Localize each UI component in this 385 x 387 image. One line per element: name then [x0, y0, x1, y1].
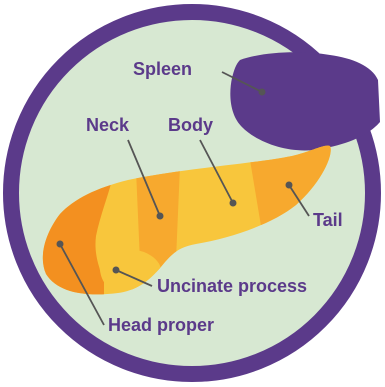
body-anchor-dot — [230, 200, 237, 207]
tail-anchor-dot — [286, 182, 293, 189]
spleen-label: Spleen — [133, 59, 192, 79]
head-label: Head proper — [108, 315, 214, 335]
tail-label: Tail — [313, 210, 343, 230]
spleen-anchor-dot — [259, 89, 266, 96]
head-anchor-dot — [57, 241, 64, 248]
uncinate-anchor-dot — [113, 267, 120, 274]
neck-anchor-dot — [157, 213, 164, 220]
uncinate-label: Uncinate process — [157, 276, 307, 296]
neck-label: Neck — [86, 115, 130, 135]
body-label: Body — [168, 115, 213, 135]
